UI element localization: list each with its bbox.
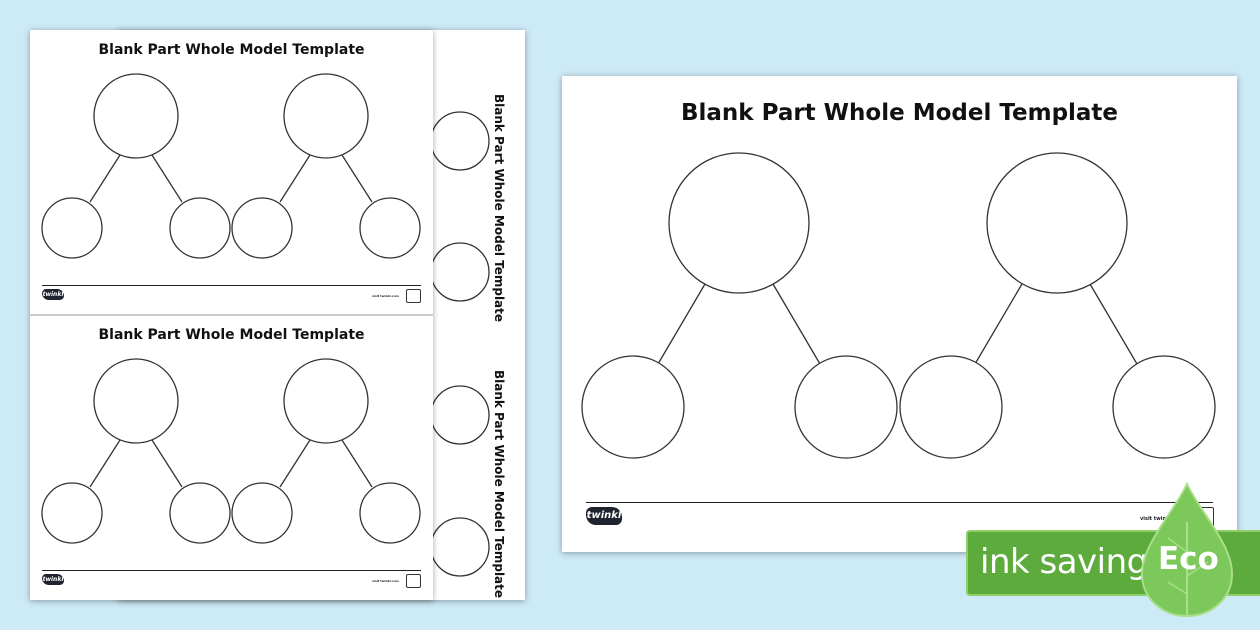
part-circle: [231, 482, 293, 544]
back-sheet-title-bottom: Blank Part Whole Model Template: [492, 370, 506, 599]
connector-line: [1089, 283, 1138, 365]
part-circle: [1112, 355, 1216, 459]
back-sheet-diagram: [430, 111, 490, 577]
large-sheet-diagrams: [581, 152, 1216, 459]
part-circle: [41, 197, 103, 259]
small-sheet-title-bottom: Blank Part Whole Model Template: [98, 327, 365, 343]
large-footer-rule: [586, 502, 1213, 503]
connector-line: [279, 154, 311, 203]
back-sheet-title-top: Blank Part Whole Model Template: [492, 94, 506, 323]
large-sheet: Blank Part Whole Model Template twinkl v…: [562, 76, 1237, 552]
connector-line: [89, 154, 121, 203]
whole-circle: [93, 73, 179, 159]
part-circle: [899, 355, 1003, 459]
connector-line: [151, 154, 183, 203]
whole-circle: [283, 73, 369, 159]
footer-badge-top: [406, 289, 421, 303]
part-circle: [359, 482, 421, 544]
large-footer-url: visit twinkl.com: [1140, 516, 1185, 522]
connector-line: [341, 154, 373, 203]
twinkl-logo-top: twinkl: [42, 289, 64, 300]
back-part-circle: [430, 517, 490, 577]
connector-line: [279, 439, 311, 488]
whole-circle: [668, 152, 810, 294]
part-circle: [794, 355, 898, 459]
back-part-circle: [430, 242, 490, 302]
part-circle: [169, 197, 231, 259]
footer-rule-top: [42, 285, 421, 286]
large-sheet-title: Blank Part Whole Model Template: [680, 100, 1119, 126]
back-part-circle: [430, 111, 490, 171]
connector-line: [974, 283, 1023, 365]
connector-line: [89, 439, 121, 488]
footer-url-bottom: visit twinkl.com: [372, 579, 399, 583]
small-sheet-diagrams: [30, 73, 433, 544]
connector-line: [772, 283, 821, 365]
connector-line: [151, 439, 183, 488]
twinkl-logo-bottom: twinkl: [42, 574, 64, 585]
whole-circle: [986, 152, 1128, 294]
whole-circle: [283, 358, 369, 444]
footer-badge-bottom: [406, 574, 421, 588]
small-sheet-title-top: Blank Part Whole Model Template: [98, 42, 365, 58]
part-circle: [359, 197, 421, 259]
part-circle: [169, 482, 231, 544]
whole-circle: [93, 358, 179, 444]
eco-word: Eco: [1158, 541, 1219, 577]
part-circle: [231, 197, 293, 259]
small-sheet: Blank Part Whole Model Template Blank Pa…: [30, 30, 433, 600]
footer-rule-bottom: [42, 570, 421, 571]
footer-url-top: visit twinkl.com: [372, 294, 399, 298]
connector-line: [657, 283, 706, 365]
back-part-circle: [430, 385, 490, 445]
twinkl-logo-large: twinkl: [586, 507, 622, 525]
part-circle: [581, 355, 685, 459]
leaf-drop-icon: [1140, 482, 1234, 618]
connector-line: [341, 439, 373, 488]
part-circle: [41, 482, 103, 544]
ink-saving-label: ink saving: [980, 542, 1148, 582]
